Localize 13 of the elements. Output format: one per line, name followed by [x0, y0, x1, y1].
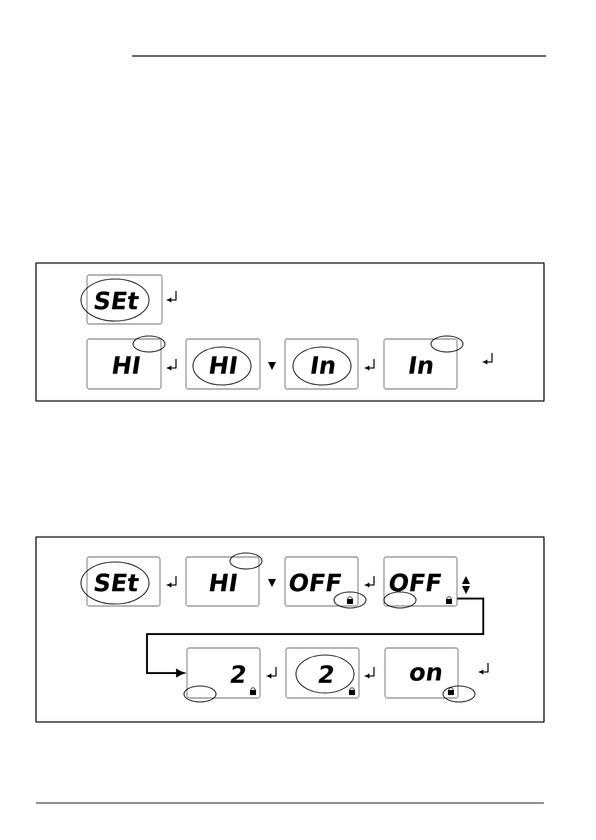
connector-arrow	[146, 598, 484, 677]
lcd-display: on	[384, 648, 458, 698]
lcd-display: HI	[186, 556, 260, 606]
lcd-display: HI	[186, 338, 260, 390]
lcd-display: 2	[286, 648, 360, 698]
lcd-display: OFF	[284, 556, 358, 606]
lcd-display: 2	[186, 648, 260, 698]
lcd-display: SEt	[86, 274, 162, 324]
lcd-display: In	[384, 338, 458, 390]
lcd-display: HI	[86, 338, 162, 390]
lcd-display: SEt	[86, 556, 160, 606]
lcd-display: In	[284, 338, 358, 390]
lcd-display: OFF	[384, 556, 458, 606]
